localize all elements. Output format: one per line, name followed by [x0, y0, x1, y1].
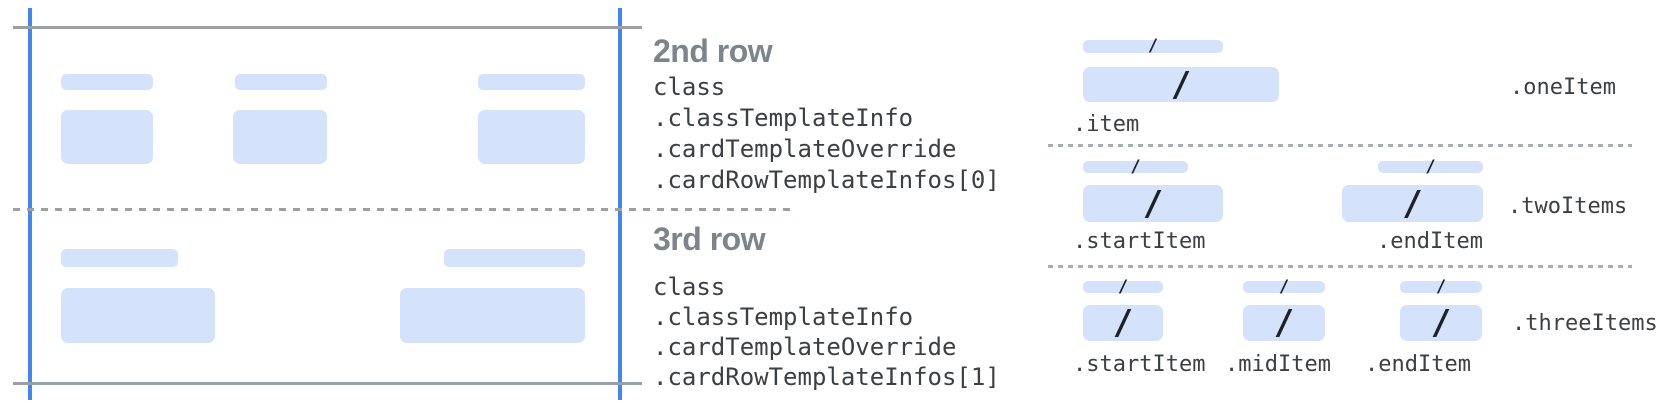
row-heading-3rd: 3rd row	[653, 221, 766, 257]
slash-mark: /	[1435, 276, 1447, 297]
field-value-bar	[400, 288, 585, 343]
item-label-bar: /	[1400, 276, 1482, 297]
item-path-label: .startItem	[1073, 352, 1206, 377]
property-path-line: class	[653, 73, 726, 101]
field-label-bar	[478, 74, 585, 90]
item-value-bar: /	[1083, 305, 1163, 341]
property-path-line: .cardRowTemplateInfos[0]	[653, 166, 1000, 194]
property-path-line: .classTemplateInfo	[653, 104, 914, 132]
property-path-block-2nd: class .classTemplateInfo .cardTemplateOv…	[653, 72, 1000, 196]
slash-mark: /	[1117, 276, 1129, 297]
item-value-bar: /	[1243, 305, 1325, 341]
card-top-border	[13, 26, 642, 29]
property-path-line: .cardRowTemplateInfos[1]	[653, 363, 1000, 391]
property-path-line: .cardTemplateOverride	[653, 135, 957, 163]
item-path-label: .item	[1073, 112, 1140, 137]
section-divider	[1048, 144, 1632, 147]
slash-mark: /	[1112, 303, 1134, 343]
card-guide-line-left	[28, 8, 32, 400]
property-path-line: .cardTemplateOverride	[653, 333, 957, 361]
item-path-label: .midItem	[1225, 352, 1331, 377]
item-value-bar: /	[1342, 185, 1483, 222]
slash-mark: /	[1425, 156, 1436, 177]
slash-mark: /	[1278, 276, 1290, 297]
field-label-bar	[61, 249, 178, 267]
item-label-bar: /	[1243, 276, 1325, 297]
slash-mark: /	[1130, 156, 1141, 177]
slash-mark: /	[1147, 36, 1159, 56]
item-path-label: .endItem	[1365, 352, 1471, 377]
layout-name-label: .threeItems	[1512, 311, 1658, 336]
slash-mark: /	[1273, 303, 1295, 343]
item-value-bar: /	[1083, 185, 1223, 222]
slash-mark: /	[1430, 303, 1452, 343]
layout-name-label: .oneItem	[1510, 75, 1616, 100]
slash-mark: /	[1402, 183, 1423, 224]
item-label-bar: /	[1083, 156, 1188, 177]
field-value-bar	[61, 288, 215, 343]
field-label-bar	[61, 74, 153, 90]
row-divider-dashed	[13, 208, 792, 211]
item-label-bar: /	[1083, 276, 1163, 297]
card-guide-line-right	[618, 8, 622, 400]
field-value-bar	[233, 110, 327, 164]
field-label-bar	[444, 249, 585, 267]
card-bottom-border	[13, 382, 642, 385]
item-path-label: .startItem	[1073, 229, 1206, 254]
property-path-line: class	[653, 273, 726, 301]
field-value-bar	[478, 110, 585, 164]
item-value-bar: /	[1400, 305, 1482, 341]
field-value-bar	[61, 110, 153, 164]
row-heading-2nd: 2nd row	[653, 33, 773, 69]
property-path-block-3rd: class .classTemplateInfo .cardTemplateOv…	[653, 272, 1000, 392]
section-divider	[1048, 265, 1632, 268]
slash-mark: /	[1142, 183, 1164, 224]
item-label-bar: /	[1083, 36, 1223, 56]
item-value-bar: /	[1083, 67, 1279, 102]
layout-name-label: .twoItems	[1508, 194, 1628, 219]
item-label-bar: /	[1378, 156, 1483, 177]
property-path-line: .classTemplateInfo	[653, 303, 914, 331]
field-label-bar	[235, 74, 327, 90]
slash-mark: /	[1170, 64, 1192, 105]
item-path-label: .endItem	[1377, 229, 1483, 254]
